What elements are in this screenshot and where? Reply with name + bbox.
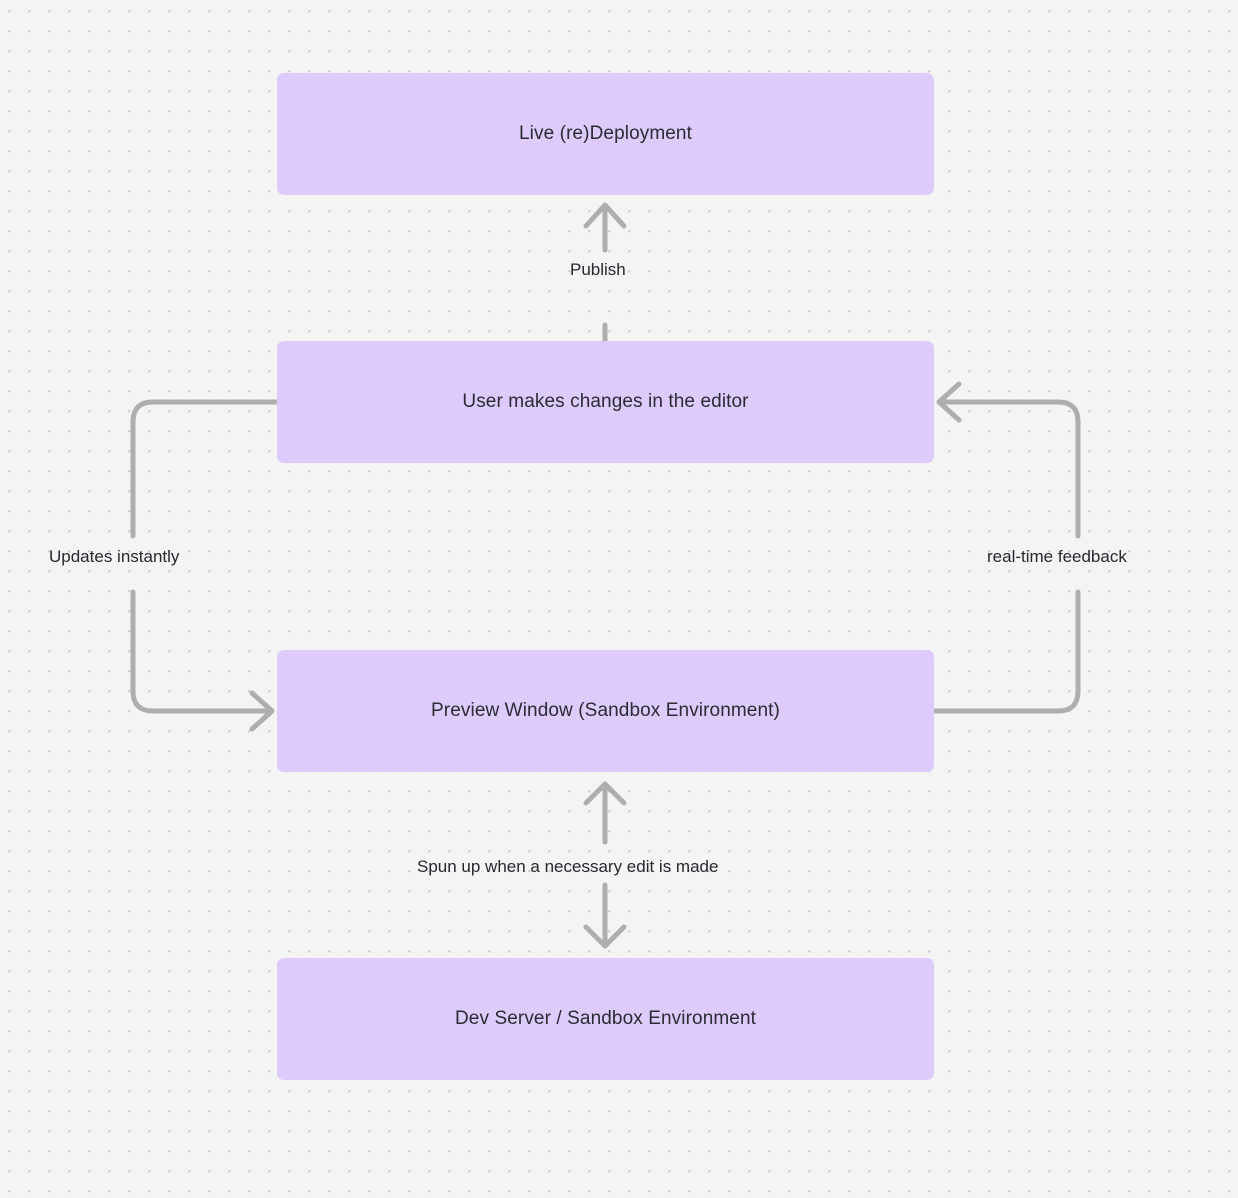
- node-label: User makes changes in the editor: [462, 390, 749, 412]
- edge-label-updates-instantly: Updates instantly: [49, 547, 180, 566]
- node-preview-window[interactable]: Preview Window (Sandbox Environment): [277, 650, 934, 772]
- node-label: Preview Window (Sandbox Environment): [431, 699, 780, 721]
- node-user-makes-changes[interactable]: User makes changes in the editor: [277, 341, 934, 463]
- node-label: Dev Server / Sandbox Environment: [454, 1007, 756, 1029]
- node-dev-server[interactable]: Dev Server / Sandbox Environment: [277, 958, 934, 1080]
- edge-label-publish: Publish: [570, 260, 626, 279]
- node-live-redeployment[interactable]: Live (re)Deployment: [277, 73, 934, 195]
- edge-label-spun-up: Spun up when a necessary edit is made: [417, 857, 719, 876]
- node-label: Live (re)Deployment: [519, 122, 692, 144]
- edge-label-real-time-feedback: real-time feedback: [987, 547, 1127, 566]
